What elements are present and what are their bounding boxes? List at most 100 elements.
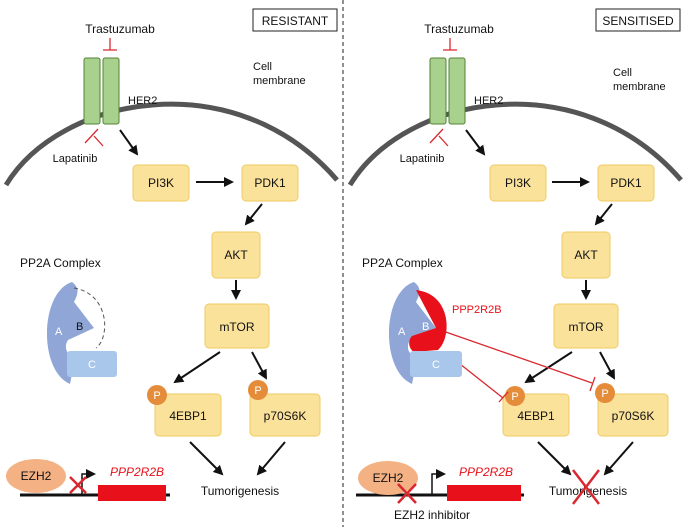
trastuzumab-label: Trastuzumab — [424, 22, 494, 36]
node-pdk1 — [597, 164, 655, 202]
node-pi3k — [132, 164, 190, 202]
ezh2-label: EZH2 — [373, 471, 404, 485]
her2-left-strand — [83, 57, 101, 125]
ezh2-blocked-icon — [397, 483, 417, 504]
node-pi3k — [489, 164, 547, 202]
trastuzumab-inhibition-icon — [443, 38, 457, 51]
ezh2-protein — [358, 461, 418, 495]
pdk1-label: PDK1 — [254, 176, 286, 190]
arrow-mtor-p70s6k — [251, 351, 267, 380]
node-akt — [211, 231, 261, 279]
pp2a-subunit-c — [410, 351, 462, 377]
mtor-label: mTOR — [219, 320, 254, 334]
arrow-pdk1-akt — [594, 203, 613, 226]
phospho-p70s6k-icon — [595, 383, 615, 403]
pp2a-b-name: PPP2R2B — [452, 304, 502, 316]
arrow-4ebp1-tumorigenesis — [189, 441, 224, 476]
pdk1-label: PDK1 — [610, 176, 642, 190]
arrow-her2-pi3k — [119, 129, 139, 156]
node-mtor — [204, 303, 270, 349]
phospho-4ebp1-icon — [505, 386, 525, 406]
arrow-p70s6k-tumorigenesis — [603, 441, 634, 476]
node-pdk1 — [241, 164, 299, 202]
phospho-4ebp1-icon — [147, 385, 167, 405]
lapatinib-inhibition-icon — [429, 128, 449, 147]
transcription-blocked-icon — [69, 476, 87, 494]
4ebp1-label: 4EBP1 — [169, 409, 207, 423]
membrane-label-1: Cell — [253, 61, 272, 73]
ezh2-protein — [6, 459, 66, 493]
phospho-p70s6k-label: P — [601, 388, 608, 400]
pp2a-b-label: B — [76, 321, 83, 333]
gene-bar — [98, 485, 166, 501]
panel-title: RESISTANT — [262, 14, 329, 28]
tumorigenesis-label: Tumorigenesis — [201, 484, 279, 498]
gene-label: PPP2R2B — [110, 465, 164, 479]
node-p70s6k — [249, 393, 321, 437]
cell-membrane — [3, 101, 339, 187]
membrane-label-1: Cell — [613, 67, 632, 79]
panel-resistant: RESISTANT Cell membrane Trastuzumab HER2… — [3, 8, 339, 501]
ezh2-inhibitor-label: EZH2 inhibitor — [394, 508, 470, 522]
pp2a-b-missing-outline — [73, 287, 106, 349]
gene-bar — [447, 485, 521, 501]
her2-right-strand — [448, 57, 466, 125]
pp2a-inhibits-4ebp1-icon — [459, 363, 509, 403]
panel-sensitised: SENSITISED Cell membrane Trastuzumab HER… — [347, 8, 683, 522]
pp2a-title: PP2A Complex — [362, 256, 443, 270]
lapatinib-label: Lapatinib — [400, 153, 445, 165]
pp2a-b-label: B — [422, 321, 429, 333]
phospho-p70s6k-icon — [248, 380, 268, 400]
node-p70s6k — [597, 393, 669, 437]
promoter-arrow — [431, 469, 446, 494]
title-box — [595, 8, 681, 32]
cell-membrane — [347, 101, 683, 187]
node-mtor — [553, 303, 619, 349]
lapatinib-inhibition-icon — [84, 128, 104, 147]
gene-label: PPP2R2B — [459, 465, 513, 479]
her2-left-strand — [429, 57, 447, 125]
her2-label: HER2 — [128, 95, 157, 107]
node-akt — [561, 231, 611, 279]
p70s6k-label: p70S6K — [612, 409, 655, 423]
arrow-mtor-p70s6k — [599, 351, 615, 380]
akt-label: AKT — [574, 248, 598, 262]
pp2a-a-label: A — [55, 326, 63, 338]
arrow-mtor-4ebp1 — [173, 351, 221, 384]
pp2a-c-label: C — [432, 359, 440, 371]
panel-title: SENSITISED — [602, 14, 674, 28]
her2-label: HER2 — [474, 95, 503, 107]
p70s6k-label: p70S6K — [264, 409, 307, 423]
pp2a-subunit-a — [46, 282, 94, 384]
tumorigenesis-blocked-icon — [572, 469, 600, 505]
phospho-4ebp1-label: P — [511, 391, 518, 403]
node-4ebp1 — [154, 393, 222, 437]
pp2a-subunit-b — [409, 290, 447, 352]
ezh2-label: EZH2 — [21, 469, 52, 483]
arrow-4ebp1-tumorigenesis — [537, 441, 572, 476]
title-box — [252, 8, 338, 32]
pp2a-title: PP2A Complex — [20, 256, 101, 270]
trastuzumab-inhibition-icon — [103, 38, 117, 51]
arrow-her2-pi3k — [465, 129, 486, 156]
pi3k-label: PI3K — [148, 176, 174, 190]
pi3k-label: PI3K — [505, 176, 531, 190]
pp2a-c-label: C — [88, 359, 96, 371]
pp2a-subunit-c — [67, 351, 117, 377]
arrow-p70s6k-tumorigenesis — [256, 441, 286, 476]
pp2a-a-label: A — [398, 326, 406, 338]
mtor-label: mTOR — [568, 320, 603, 334]
pp2a-subunit-a — [388, 282, 436, 384]
lapatinib-label: Lapatinib — [53, 153, 98, 165]
pp2a-inhibits-p70s6k-icon — [439, 329, 596, 392]
membrane-label-2: membrane — [613, 81, 666, 93]
trastuzumab-label: Trastuzumab — [85, 22, 155, 36]
akt-label: AKT — [224, 248, 248, 262]
phospho-p70s6k-label: P — [254, 385, 261, 397]
arrow-mtor-4ebp1 — [524, 351, 573, 384]
her2-right-strand — [102, 57, 120, 125]
4ebp1-label: 4EBP1 — [517, 409, 555, 423]
membrane-label-2: membrane — [253, 75, 306, 87]
arrow-pdk1-akt — [244, 203, 263, 226]
